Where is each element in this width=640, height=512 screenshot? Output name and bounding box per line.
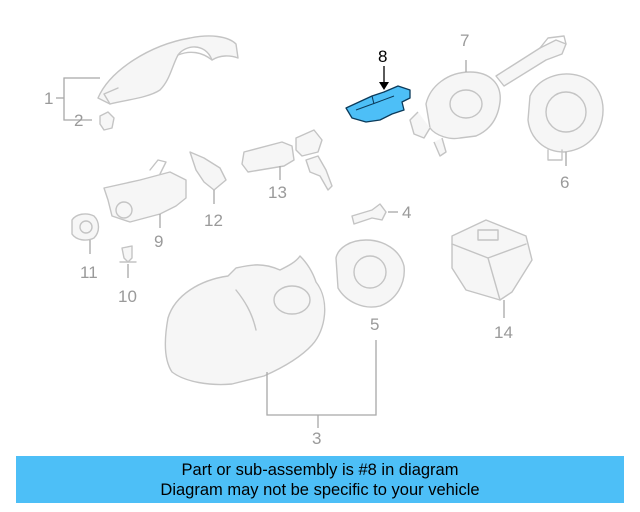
part-11-cap[interactable] <box>71 213 100 241</box>
part-8-leader <box>379 66 389 90</box>
part-13-key-cylinder[interactable] <box>241 129 333 191</box>
part-1-upper-shroud[interactable] <box>97 35 239 105</box>
part-10-screw[interactable] <box>119 245 137 263</box>
callout-1: 1 <box>44 89 53 108</box>
part-9-lock-housing[interactable] <box>103 159 187 223</box>
callout-3: 3 <box>312 429 321 448</box>
part-6-clockspring[interactable] <box>527 73 604 161</box>
callout-13: 13 <box>268 183 287 202</box>
part-8-highlighted[interactable] <box>345 85 411 123</box>
banner-line-2: Diagram may not be specific to your vehi… <box>160 480 480 499</box>
callout-4: 4 <box>402 203 411 222</box>
part-14-module[interactable] <box>451 219 533 301</box>
callout-11: 11 <box>80 263 98 282</box>
part-5-ring[interactable] <box>335 239 405 308</box>
part-3-lower-shroud[interactable] <box>164 255 326 386</box>
callout-14: 14 <box>494 323 513 342</box>
callout-9: 9 <box>154 232 163 251</box>
callout-12: 12 <box>204 211 223 230</box>
part-4-bolt[interactable] <box>351 203 387 225</box>
part-2-clip[interactable] <box>99 111 115 131</box>
part-1-leader <box>56 77 100 121</box>
callout-7: 7 <box>460 31 469 50</box>
callout-8: 8 <box>378 47 387 66</box>
callout-10: 10 <box>118 287 137 306</box>
part-12-bracket[interactable] <box>189 151 227 191</box>
callout-2: 2 <box>74 111 83 130</box>
callout-6: 6 <box>560 173 569 192</box>
callout-5: 5 <box>370 315 379 334</box>
banner-line-1: Part or sub-assembly is #8 in diagram <box>181 460 459 479</box>
parts-diagram: 1 2 3 4 5 6 7 8 9 10 11 12 13 14 <box>44 31 604 448</box>
part-3-leader <box>266 340 377 428</box>
info-banner: Part or sub-assembly is #8 in diagram Di… <box>16 456 624 503</box>
part-7-combination-switch[interactable] <box>409 35 567 157</box>
